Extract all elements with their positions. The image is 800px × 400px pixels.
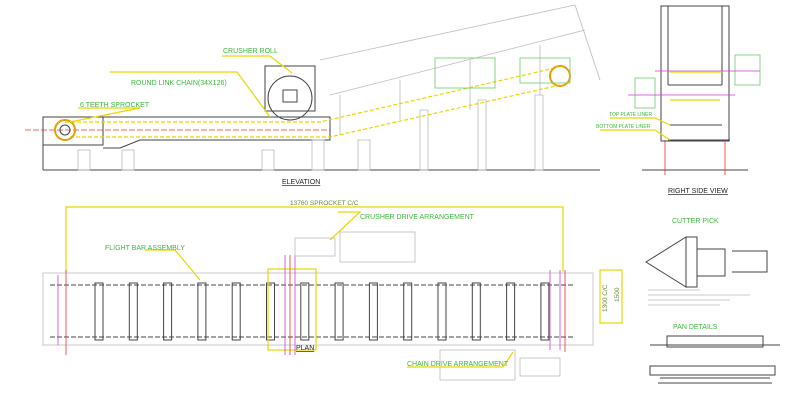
label-crusher-roll: CRUSHER ROLL: [223, 48, 278, 55]
flight-bar: [334, 282, 344, 341]
dimension-1500: 1500: [614, 287, 621, 302]
flight-bar: [231, 282, 241, 341]
right-side-view: TOP PLATE LINER BOTTOM PLATE LINER RIGHT…: [596, 5, 761, 195]
dimension-1300-cc: 1300 C/C: [602, 284, 609, 312]
flight-bar: [197, 282, 207, 341]
flight-bar: [94, 282, 104, 341]
flight-bar: [506, 282, 516, 341]
cutter-pick-detail: CUTTER PICK: [645, 218, 768, 306]
flight-bar: [368, 282, 378, 341]
flight-bar: [437, 282, 447, 341]
flight-bar: [403, 282, 413, 341]
label-flight-bar: FLIGHT BAR ASSEMBLY: [105, 245, 185, 252]
flight-bar: [128, 282, 138, 341]
flight-bar: [163, 282, 173, 341]
dimension-sprocket-cc: 13760 SPROCKET C/C: [290, 200, 359, 207]
flight-bar: [266, 282, 275, 341]
pan-details-title: PAN DETAILS: [673, 324, 718, 331]
plan-view: 13760 SPROCKET C/C CRUSHER DRIVE ARRANGE…: [42, 200, 623, 381]
flight-bar: [540, 282, 550, 341]
label-bottom-plate-liner: BOTTOM PLATE LINER: [596, 124, 651, 130]
crusher-roll-housing: [264, 65, 316, 112]
cutter-pick-title: CUTTER PICK: [672, 218, 719, 225]
label-top-plate-liner: TOP PLATE LINER: [609, 112, 652, 118]
crusher-roll-icon: [267, 75, 313, 121]
flight-bar: [471, 282, 481, 341]
elevation-view: CRUSHER ROLL ROUND LINK CHAIN(34X126) 6 …: [25, 4, 601, 186]
sprocket-icon: [54, 119, 76, 141]
label-crusher-drive: CRUSHER DRIVE ARRANGEMENT: [360, 214, 475, 221]
right-side-view-title: RIGHT SIDE VIEW: [668, 188, 728, 195]
plan-title: PLAN: [296, 345, 314, 352]
label-chain-drive: CHAIN DRIVE ARRANGEMENT: [407, 361, 509, 368]
elevation-title: ELEVATION: [282, 179, 320, 186]
flight-bar: [300, 282, 310, 341]
pan-details: PAN DETAILS: [649, 324, 780, 384]
label-round-link-chain: ROUND LINK CHAIN(34X126): [131, 80, 227, 87]
label-6-teeth-sprocket: 6 TEETH SPROCKET: [80, 102, 150, 109]
